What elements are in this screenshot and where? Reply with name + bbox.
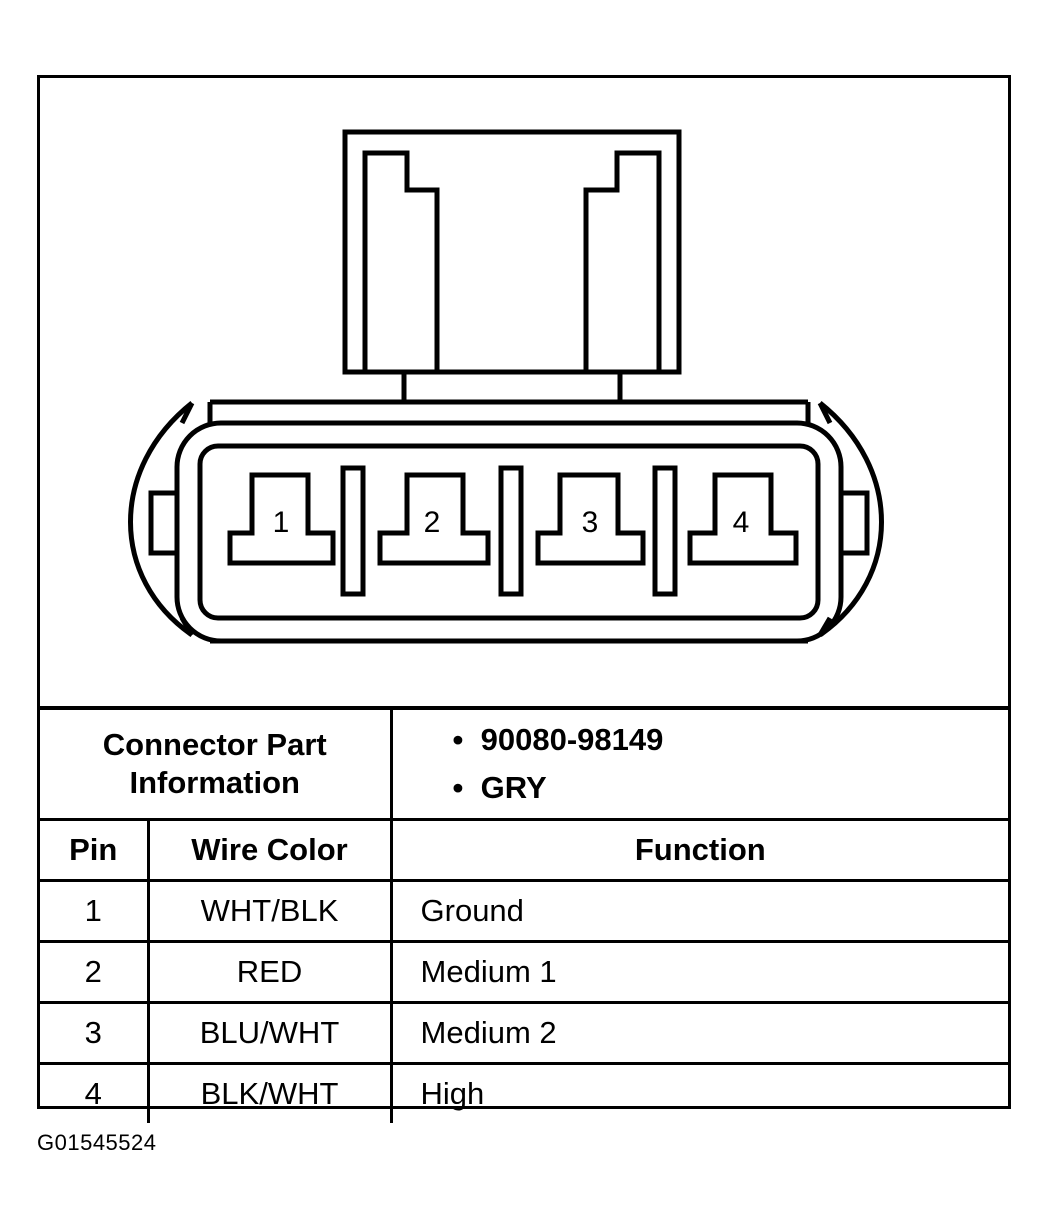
pin-terminal-4 [687,472,799,566]
figure-caption: G01545524 [37,1130,157,1155]
table-row: 3 BLU/WHT Medium 2 [40,1001,1009,1065]
header-wire-color: Wire Color [146,818,393,882]
wire-color-cell: BLK/WHT [146,1062,393,1123]
function-cell: High [389,1062,1009,1123]
locking-tab [342,129,682,402]
part-number: • 90080-98149 [452,722,664,757]
table-header-row: Pin Wire Color Function [40,818,1009,882]
table-row: 1 WHT/BLK Ground [40,879,1009,943]
left-latch [128,401,195,638]
part-info-values: • 90080-98149 • GRY [389,706,1009,821]
pin-cell: 4 [40,1062,150,1123]
pin-terminal-3 [535,472,646,566]
pin-terminal-1 [227,472,336,566]
pin-cell: 2 [40,940,150,1004]
connector-info-table: Connector Part Information • 90080-98149… [40,706,1009,1123]
table-row: 2 RED Medium 1 [40,940,1009,1004]
diagram-frame: 1 2 3 4 Connector Part Information • 900… [37,75,1011,1123]
part-info-label: Connector Part Information [40,706,393,821]
header-function: Function [389,818,1009,882]
function-cell: Medium 1 [389,940,1009,1004]
pin-terminal-2 [377,472,491,566]
pin-label-3: 3 [582,506,599,539]
function-cell: Ground [389,879,1009,943]
pin-cell: 3 [40,1001,150,1065]
function-cell: Medium 2 [389,1001,1009,1065]
wire-color-cell: BLU/WHT [146,1001,393,1065]
pin-cell: 1 [40,879,150,943]
right-latch [817,401,884,638]
connector-face-diagram: 1 2 3 4 [128,129,884,644]
pin-label-4: 4 [733,506,750,539]
cavity-separators [340,465,678,597]
wire-color-cell: RED [146,940,393,1004]
wire-color-cell: WHT/BLK [146,879,393,943]
pin-label-2: 2 [424,506,441,539]
part-color: • GRY [452,770,547,805]
table-row: 4 BLK/WHT High [40,1062,1009,1123]
header-pin: Pin [40,818,150,882]
part-info-row: Connector Part Information • 90080-98149… [40,706,1009,821]
pin-label-1: 1 [273,506,290,539]
